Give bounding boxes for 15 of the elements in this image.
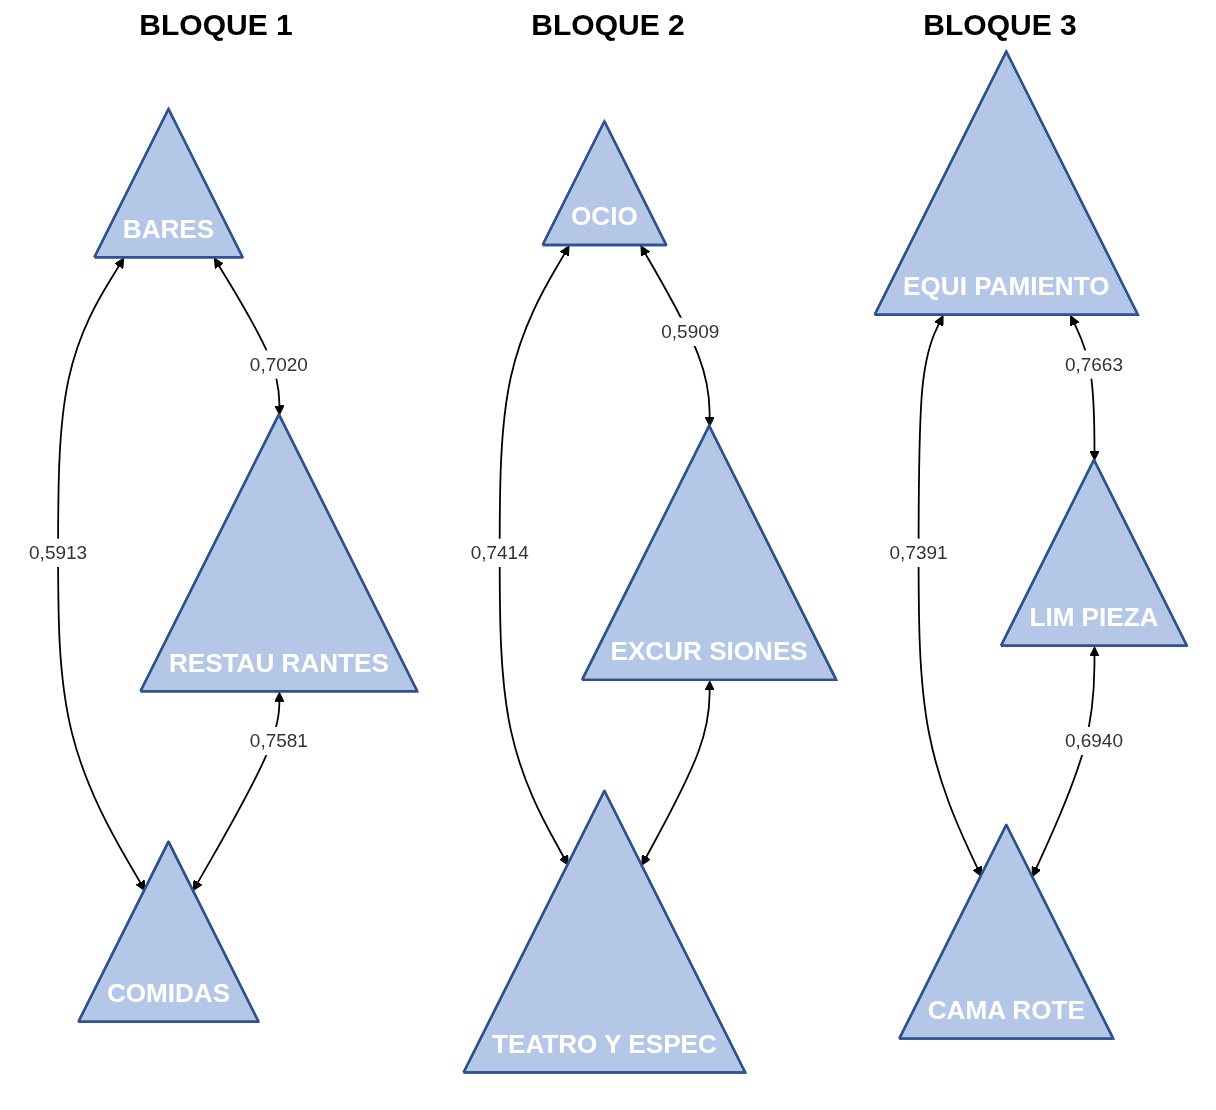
arrow xyxy=(57,257,146,891)
arrow xyxy=(641,680,715,866)
block-heading: BLOQUE 1 xyxy=(139,8,293,42)
edge-label: 0,6940 xyxy=(1064,730,1123,751)
arrow xyxy=(498,245,570,866)
arrow xyxy=(917,315,983,877)
edge-label: 0,7414 xyxy=(470,542,529,563)
edge-label: 0,5913 xyxy=(29,542,88,563)
edge-label: 0,7663 xyxy=(1064,353,1123,375)
edge-label: 0,7391 xyxy=(889,542,948,563)
block-heading: BLOQUE 2 xyxy=(531,8,685,42)
block-heading: BLOQUE 3 xyxy=(923,8,1077,42)
edge-label: 0,7020 xyxy=(249,353,308,375)
edge-label: 0,5909 xyxy=(661,321,720,342)
edge-label: 0,7581 xyxy=(249,730,308,751)
